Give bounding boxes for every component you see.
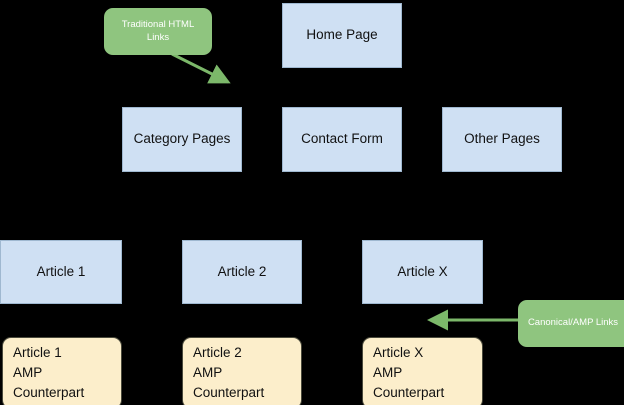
arrow-traditional-html-links [171, 52, 231, 84]
amp-line-1: Article X [373, 344, 424, 360]
node-article-x[interactable]: Article X [362, 240, 483, 304]
node-category-pages-label: Category Pages [133, 131, 231, 147]
note-traditional-html-links-label: Traditional HTML Links [121, 18, 195, 43]
node-article-x-amp-counterpart[interactable]: Article X AMP Counterpart [362, 337, 483, 405]
node-article-2-amp-counterpart[interactable]: Article 2 AMP Counterpart [182, 337, 302, 405]
node-article-1-amp-counterpart[interactable]: Article 1 AMP Counterpart [2, 337, 122, 405]
amp-line-2: AMP [193, 364, 223, 380]
node-article-1-label: Article 1 [36, 263, 86, 279]
amp-text-block: Article X AMP Counterpart [373, 343, 444, 404]
node-category-pages[interactable]: Category Pages [122, 107, 242, 172]
node-article-x-label: Article X [397, 263, 448, 279]
note-canonical-amp-links[interactable]: Canonical/AMP Links [518, 300, 624, 347]
note-canonical-amp-links-label: Canonical/AMP Links [527, 317, 619, 329]
amp-text-block: Article 1 AMP Counterpart [13, 343, 84, 404]
amp-line-1: Article 2 [193, 344, 242, 360]
node-article-1[interactable]: Article 1 [0, 240, 122, 304]
amp-line-2: AMP [13, 364, 43, 380]
node-home-page-label: Home Page [306, 27, 378, 43]
node-contact-form[interactable]: Contact Form [282, 107, 402, 172]
amp-line-1: Article 1 [13, 344, 62, 360]
amp-line-3: Counterpart [373, 385, 445, 401]
amp-line-2: AMP [373, 364, 403, 380]
amp-line-3: Counterpart [193, 385, 265, 401]
amp-text-block: Article 2 AMP Counterpart [193, 343, 264, 404]
node-other-pages-label: Other Pages [464, 131, 540, 147]
node-article-2[interactable]: Article 2 [182, 240, 302, 304]
node-home-page[interactable]: Home Page [282, 3, 402, 68]
node-other-pages[interactable]: Other Pages [442, 107, 562, 172]
amp-line-3: Counterpart [13, 385, 85, 401]
note-traditional-html-links[interactable]: Traditional HTML Links [104, 8, 212, 55]
node-contact-form-label: Contact Form [301, 131, 383, 147]
node-article-2-label: Article 2 [217, 263, 267, 279]
